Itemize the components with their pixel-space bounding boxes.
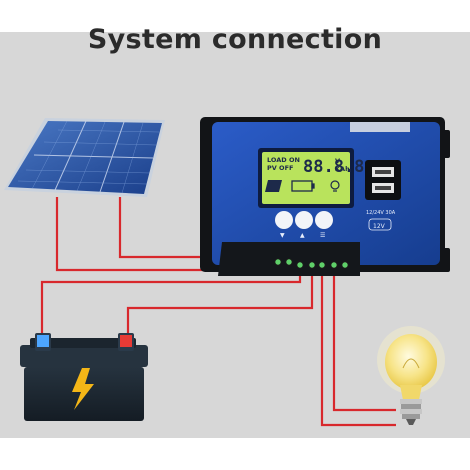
controller-button-3[interactable] [315,211,333,229]
lcd-pv-label: PV OFF [267,164,293,172]
button-symbol-2: ▲ [300,232,305,239]
charge-controller: LOAD ON PV OFF 88.8.8 V KAh [200,117,450,276]
lcd-unit-kah: KAh [335,165,350,173]
controller-button-2[interactable] [295,211,313,229]
button-symbol-1: ▼ [280,232,285,239]
battery-positive-terminal [120,335,132,347]
lcd-load-label: LOAD ON [267,156,300,164]
lcd-unit-v: V [335,157,340,165]
lcd-bulb-icon [330,180,340,192]
battery-icon [20,333,148,421]
lcd-digits: 88.8.8 [303,157,364,177]
solar-panel-icon [4,118,165,197]
lightning-bolt-icon [72,368,94,410]
wire-load-negative [320,270,396,427]
wire-battery-negative [40,270,302,335]
terminals [274,258,349,269]
spec-label: 12/24V 30A [366,210,396,216]
usb-port-icon [365,160,401,200]
wire-load-positive [332,270,396,412]
light-bulb-icon [377,326,445,425]
wire-battery-positive [126,270,314,335]
battery-negative-terminal [37,335,49,347]
lcd-panel-icon [265,180,282,192]
page-title: System connection [87,24,383,55]
lcd-screen [262,152,350,204]
button-symbol-3: ☰ [320,232,325,239]
spec-badge: 12V [373,223,386,230]
lcd-battery-icon [291,180,315,192]
controller-button-1[interactable] [275,211,293,229]
